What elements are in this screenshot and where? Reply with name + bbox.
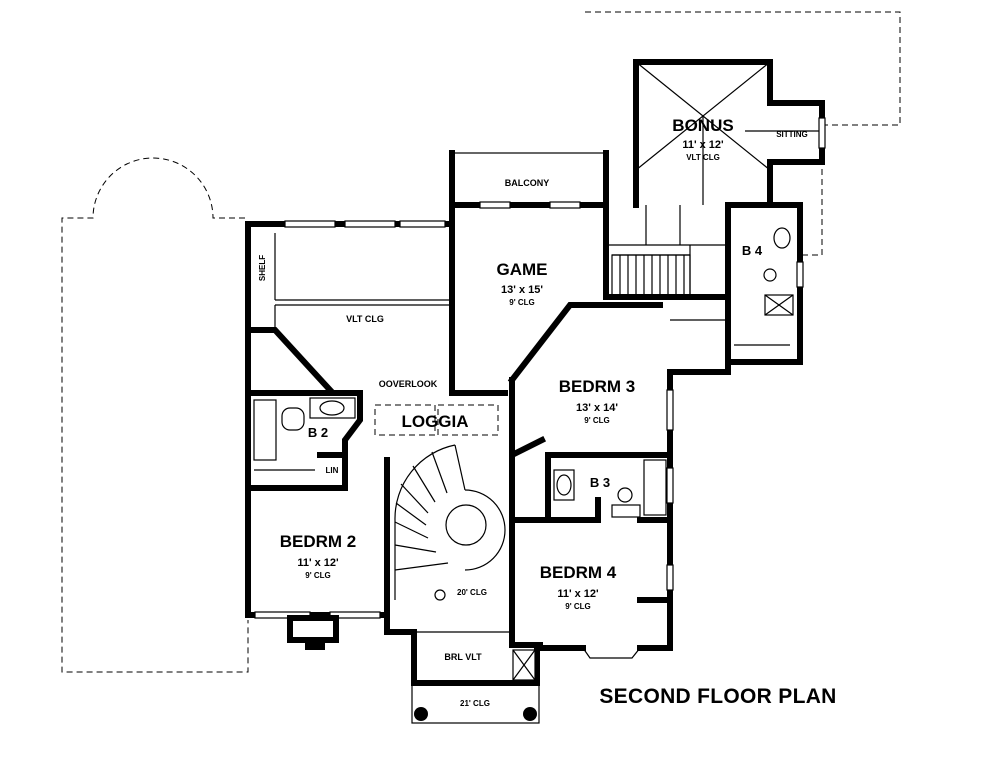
sitting-label: SITTING (776, 130, 808, 139)
stair-ceiling: 20' CLG (457, 588, 487, 597)
bay-window (582, 647, 641, 659)
chimney (287, 615, 339, 650)
roof-outline-right (585, 11, 901, 256)
lin-label: LIN (326, 466, 339, 475)
bedrm3-ceiling: 9' CLG (584, 416, 609, 425)
bedrm4-size: 11' x 12' (557, 588, 599, 600)
b4-label: B 4 (742, 243, 763, 258)
bonus-label: BONUS (672, 116, 733, 135)
entry-ceiling: 21' CLG (460, 699, 490, 708)
bonus-ceiling: VLT CLG (686, 153, 720, 162)
balcony-outline (451, 152, 607, 206)
loggia-label: LOGGIA (401, 412, 468, 431)
bedrm4-ceiling: 9' CLG (565, 602, 590, 611)
vlt-clg-label: VLT CLG (346, 314, 384, 324)
bedrm2-ceiling: 9' CLG (305, 571, 330, 580)
balcony-label: BALCONY (505, 178, 550, 188)
spiral-stair (394, 444, 506, 601)
loggia-rails (374, 404, 499, 436)
windows (254, 117, 826, 619)
entry-porch (411, 682, 540, 724)
game-ceiling: 9' CLG (509, 298, 534, 307)
bedrm2-label: BEDRM 2 (280, 532, 357, 551)
brl-vlt-label: BRL VLT (444, 652, 482, 662)
bonus-size: 11' x 12' (682, 139, 724, 151)
bedrm4-label: BEDRM 4 (540, 563, 617, 582)
b3-label: B 3 (590, 475, 610, 490)
exterior-walls (245, 59, 825, 686)
bedrm2-size: 11' x 12' (297, 557, 339, 569)
shelf-label: SHELF (258, 255, 267, 281)
game-size: 13' x 15' (501, 284, 543, 296)
b2-label: B 2 (308, 425, 328, 440)
overlook-label: OOVERLOOK (379, 379, 438, 389)
game-label: GAME (497, 260, 548, 279)
bedrm3-size: 13' x 14' (576, 402, 618, 414)
roof-outline-left (61, 157, 249, 673)
bedrm3-label: BEDRM 3 (559, 377, 636, 396)
fixtures (253, 227, 794, 681)
stair-run (611, 254, 691, 296)
plan-title: SECOND FLOOR PLAN (599, 685, 836, 708)
